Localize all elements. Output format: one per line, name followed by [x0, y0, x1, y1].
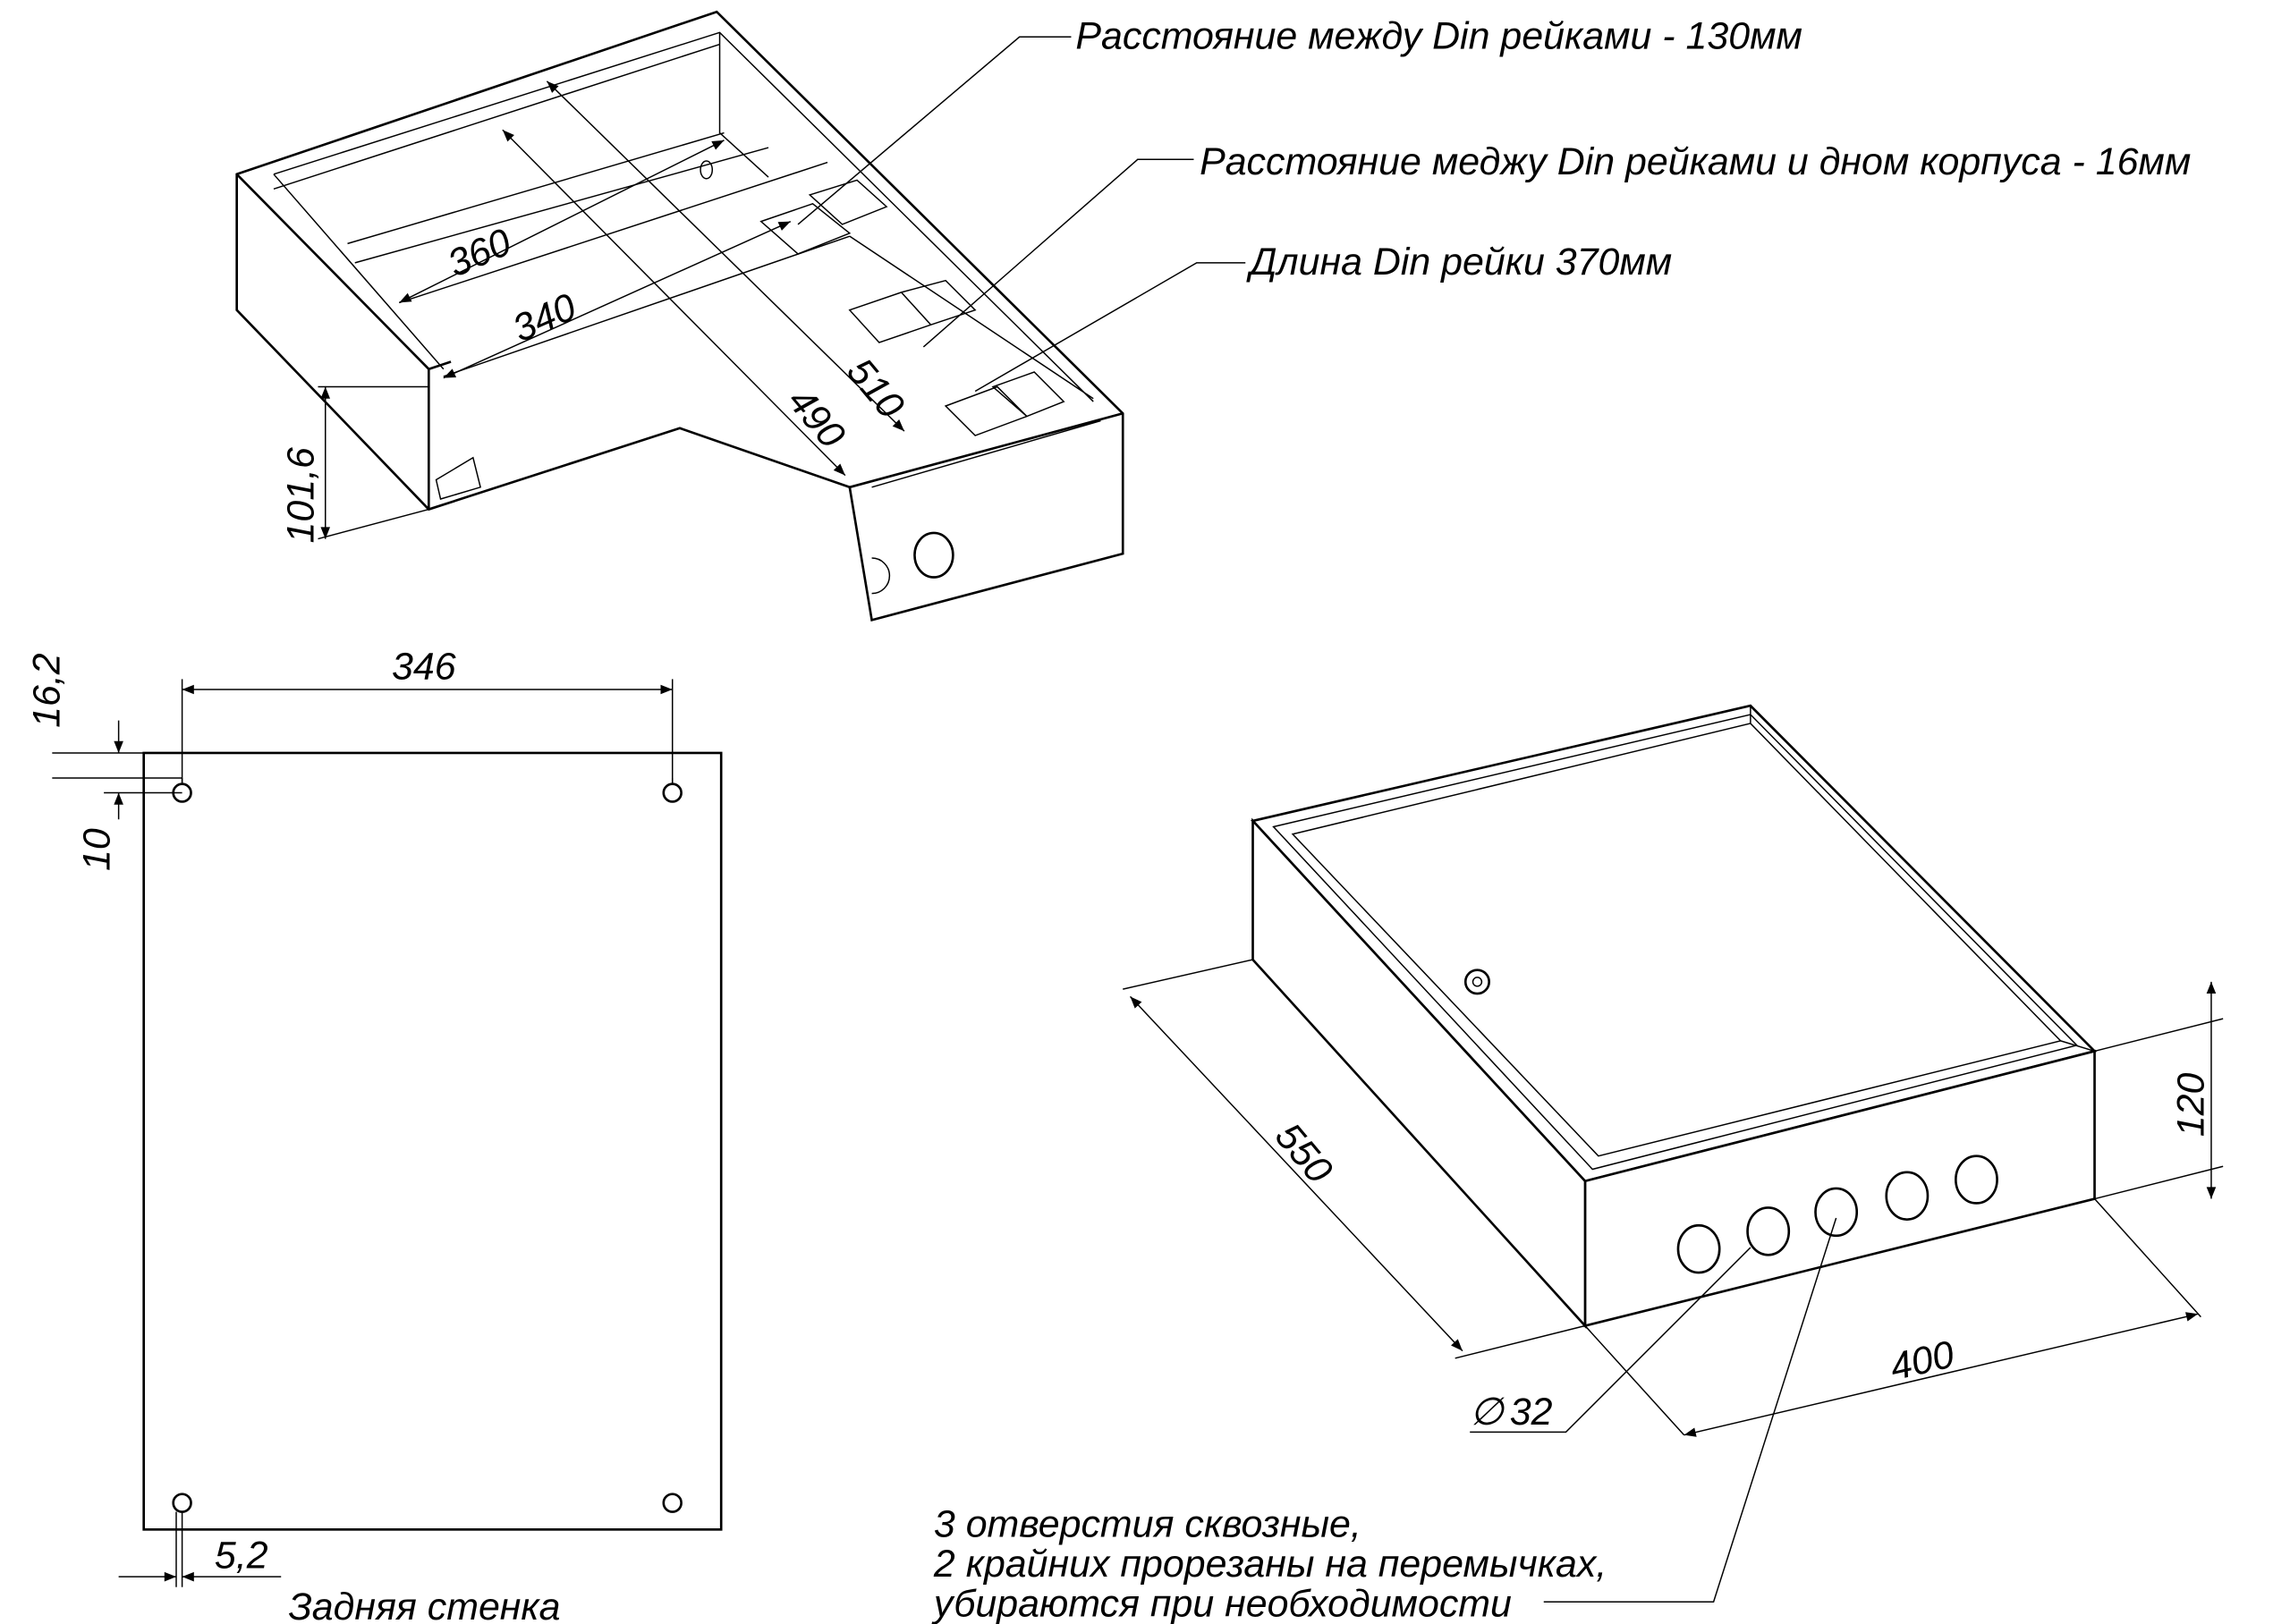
dim-5-2: 5,2	[215, 1534, 268, 1577]
back-wall-title: Задняя стенка	[288, 1586, 560, 1624]
cable-hole-icon	[1676, 1155, 1998, 1274]
dim-120: 120	[2170, 1072, 2213, 1137]
dim-550: 550	[1267, 1115, 1341, 1192]
closed-enclosure-view: 550 400 120 ∅ 32 3 отверстия сквозные, 2…	[931, 704, 2224, 1624]
lock-icon	[1463, 968, 1490, 995]
dim-10: 10	[76, 828, 119, 871]
note-line-2: 2 крайних прорезаны на перемычках,	[933, 1543, 1607, 1586]
dim-101-6: 101,6	[280, 447, 323, 544]
callout-rail-length: Длина Din рейки 370мм	[1246, 241, 1672, 283]
note-line-3: убираются при необходимости	[931, 1583, 1512, 1624]
dim-hole-32: 32	[1510, 1391, 1553, 1434]
callout-rail-to-bottom: Расстояние меджу Din рейками и дном корп…	[1200, 140, 2191, 183]
open-enclosure-view: 360 340 510 490 101,6 Расстояние между D…	[235, 10, 2191, 622]
back-wall-view: 346 16,2 10 5,2 Задняя стенка	[26, 645, 723, 1624]
dim-16-2: 16,2	[26, 653, 69, 728]
callout-rail-spacing: Расстояние между Din рейками - 130мм	[1075, 14, 1802, 57]
dim-400: 400	[1886, 1332, 1958, 1389]
note-line-1: 3 отверстия сквозные,	[934, 1503, 1361, 1546]
hole-diameter-symbol: ∅	[1470, 1391, 1505, 1434]
dim-346: 346	[392, 645, 456, 688]
